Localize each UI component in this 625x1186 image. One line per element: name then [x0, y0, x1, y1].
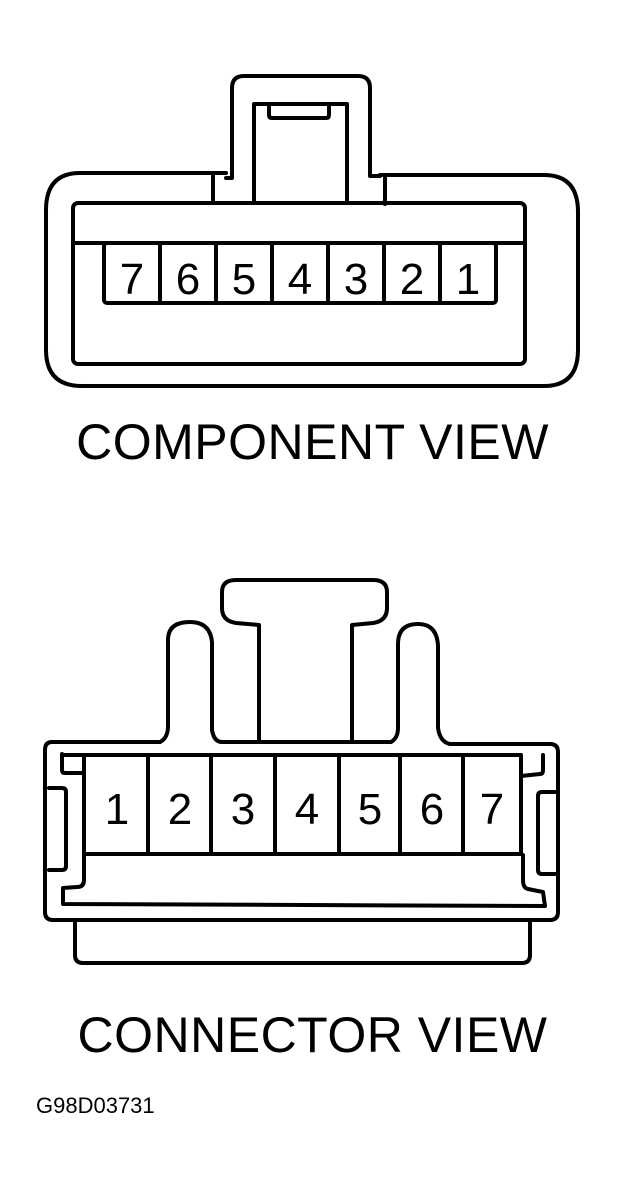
- component-outer-housing: [44, 171, 580, 388]
- component-pin-label: 3: [344, 255, 368, 304]
- connector-pin-label: 2: [168, 785, 192, 834]
- connector-right-clip: [536, 790, 557, 876]
- component-pin-label: 1: [456, 255, 480, 304]
- connector-housing: [43, 740, 560, 922]
- component-pin-label: 4: [288, 255, 312, 304]
- connector-left-clip: [47, 786, 68, 872]
- component-view-diagram: 7 6 5 4 3 2 1: [44, 74, 580, 388]
- connector-pin-label: 4: [295, 785, 319, 834]
- connector-pin-label: 3: [231, 785, 255, 834]
- connector-view-diagram: 1 2 3 4 5 6 7: [43, 578, 560, 965]
- connector-inner-frame: [60, 752, 547, 908]
- component-pin-label: 2: [400, 255, 424, 304]
- component-pin-row: [102, 241, 498, 305]
- component-pin-dividers: [158, 241, 442, 305]
- component-inner-frame: [71, 201, 527, 366]
- connector-pin-label: 5: [358, 785, 382, 834]
- component-pin-label: 5: [232, 255, 256, 304]
- connector-bottom-flange: [73, 918, 532, 965]
- connector-pin-row: [82, 753, 523, 856]
- connector-pin-dividers: [146, 753, 465, 856]
- connector-right-post: [389, 622, 452, 746]
- connector-left-post: [158, 620, 224, 744]
- connector-pin-label: 6: [420, 785, 444, 834]
- connector-t-latch: [220, 578, 389, 744]
- connector-view-caption: CONNECTOR VIEW: [77, 1007, 548, 1063]
- connector-pin-label: 7: [480, 785, 504, 834]
- component-pin-label: 6: [176, 255, 200, 304]
- component-latch-slot: [267, 104, 331, 120]
- connector-pin-label: 1: [105, 785, 129, 834]
- component-view-caption: COMPONENT VIEW: [76, 414, 549, 470]
- figure-id: G98D03731: [36, 1093, 155, 1118]
- component-top-tab: [224, 74, 382, 180]
- component-pin-label: 7: [120, 255, 144, 304]
